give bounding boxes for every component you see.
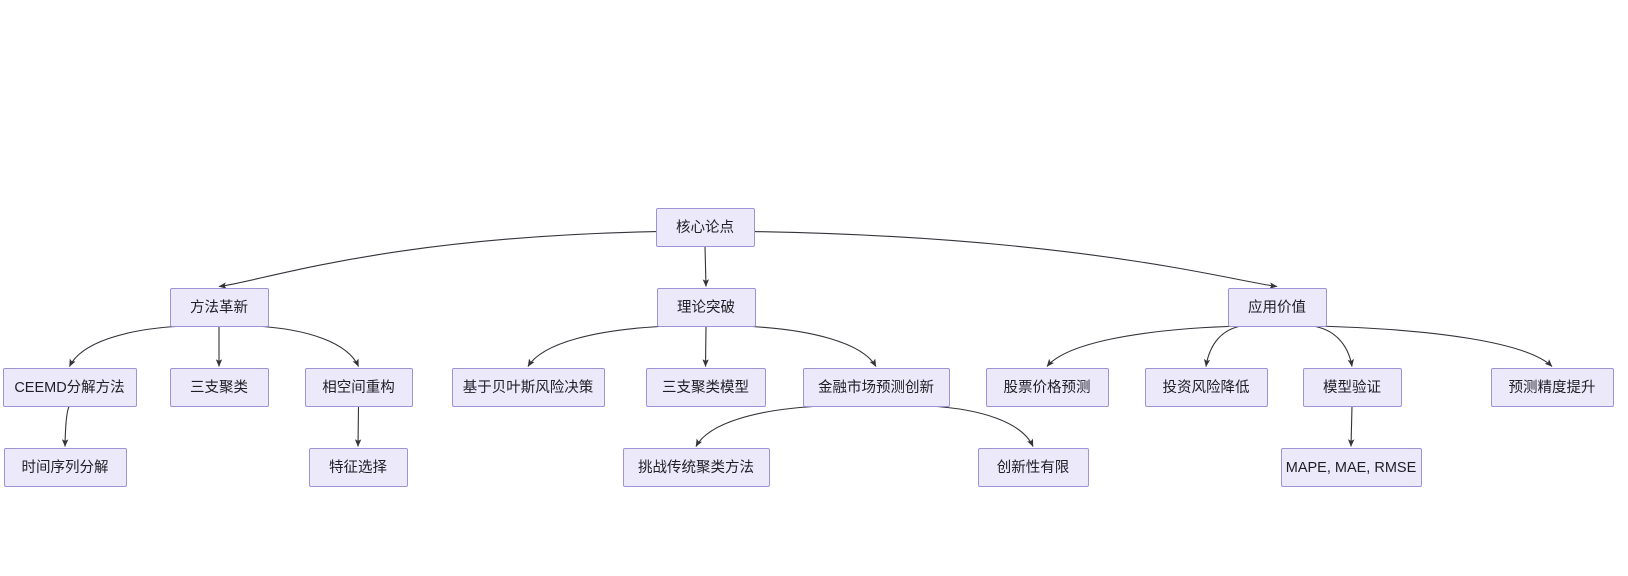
node-box[interactable] [1281,448,1422,487]
node-n14[interactable]: 时间序列分解 [4,448,127,487]
node-n0[interactable]: 核心论点 [656,208,755,247]
node-n3[interactable]: 应用价值 [1228,288,1327,327]
node-box[interactable] [452,368,605,407]
node-n10[interactable]: 股票价格预测 [986,368,1109,407]
node-box[interactable] [646,368,766,407]
node-box[interactable] [170,368,269,407]
edge-n2-to-n9 [741,325,877,367]
node-label: 相空间重构 [322,379,395,396]
node-n5[interactable]: 三支聚类 [170,368,269,407]
node-label: 金融市场预测创新 [818,379,934,396]
node-box[interactable] [1491,368,1614,407]
edges-layer [61,231,1553,447]
node-box[interactable] [305,368,413,407]
node-n12[interactable]: 模型验证 [1303,368,1402,407]
node-label: 核心论点 [676,219,734,236]
edge-n0-to-n2 [702,245,710,287]
node-label: 基于贝叶斯风险决策 [463,379,594,396]
node-box[interactable] [4,448,127,487]
edge-n2-to-n8 [702,325,709,367]
edge-n4-to-n14 [61,405,70,447]
node-label: 理论突破 [677,299,735,316]
node-n4[interactable]: CEEMD分解方法 [3,368,137,407]
node-n7[interactable]: 基于贝叶斯风险决策 [452,368,605,407]
node-n9[interactable]: 金融市场预测创新 [803,368,950,407]
node-box[interactable] [309,448,408,487]
node-box[interactable] [3,368,137,407]
node-n8[interactable]: 三支聚类模型 [646,368,766,407]
node-label: MAPE, MAE, RMSE [1286,460,1417,476]
edge-n2-to-n7 [527,325,671,367]
node-box[interactable] [623,448,770,487]
node-n18[interactable]: MAPE, MAE, RMSE [1281,448,1422,487]
node-box[interactable] [1228,288,1327,327]
node-label: 投资风险降低 [1163,379,1250,396]
edge-n3-to-n13 [1312,325,1553,367]
node-label: 创新性有限 [997,459,1070,476]
node-label: 模型验证 [1323,379,1381,396]
edge-n6-to-n15 [354,405,362,447]
node-box[interactable] [1303,368,1402,407]
edge-n9-to-n17 [928,405,1034,447]
node-box[interactable] [170,288,269,327]
node-label: 预测精度提升 [1509,379,1596,396]
node-n2[interactable]: 理论突破 [657,288,756,327]
edge-n3-to-n12 [1312,325,1354,367]
node-n17[interactable]: 创新性有限 [978,448,1089,487]
edge-n0-to-n1 [218,231,657,289]
node-label: 时间序列分解 [22,459,109,476]
node-box[interactable] [656,208,755,247]
node-n16[interactable]: 挑战传统聚类方法 [623,448,770,487]
node-label: 特征选择 [329,459,387,476]
node-label: 三支聚类模型 [662,379,749,396]
node-box[interactable] [978,448,1089,487]
node-label: 方法革新 [190,299,248,316]
node-n15[interactable]: 特征选择 [309,448,408,487]
edge-n9-to-n16 [695,405,824,447]
node-box[interactable] [657,288,756,327]
node-label: 股票价格预测 [1004,379,1091,396]
edge-n3-to-n10 [1046,325,1242,367]
node-box[interactable] [1145,368,1268,407]
node-n13[interactable]: 预测精度提升 [1491,368,1614,407]
node-n1[interactable]: 方法革新 [170,288,269,327]
node-n6[interactable]: 相空间重构 [305,368,413,407]
node-box[interactable] [986,368,1109,407]
edge-n0-to-n3 [753,231,1278,289]
node-label: 三支聚类 [190,379,248,396]
node-n11[interactable]: 投资风险降低 [1145,368,1268,407]
edge-n12-to-n18 [1347,405,1355,447]
edge-n1-to-n4 [69,325,184,367]
node-label: 挑战传统聚类方法 [638,459,754,476]
edge-n3-to-n11 [1203,325,1242,367]
edge-n1-to-n6 [254,325,360,367]
node-box[interactable] [803,368,950,407]
node-label: CEEMD分解方法 [14,379,124,396]
node-label: 应用价值 [1248,298,1306,316]
